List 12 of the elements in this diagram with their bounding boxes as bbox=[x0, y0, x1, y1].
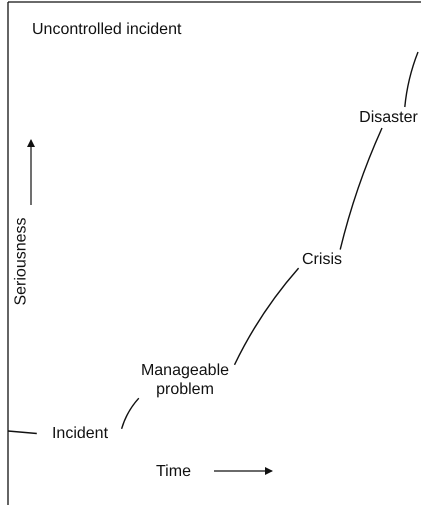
axis-title: Time bbox=[156, 462, 191, 481]
stage-label: Crisis bbox=[296, 250, 348, 269]
stage-label: Disaster bbox=[356, 108, 421, 127]
region-label: Uncontrolled incident bbox=[32, 20, 182, 39]
curve-segment bbox=[404, 52, 419, 108]
curve-segment bbox=[234, 268, 300, 366]
curve-segment bbox=[8, 430, 37, 434]
axis-title: Seriousness bbox=[12, 216, 30, 308]
curve-segment bbox=[340, 128, 383, 250]
curve-segment bbox=[120, 398, 140, 430]
stage-label: Incident bbox=[40, 424, 120, 443]
stage-label: Manageable problem bbox=[130, 361, 240, 399]
